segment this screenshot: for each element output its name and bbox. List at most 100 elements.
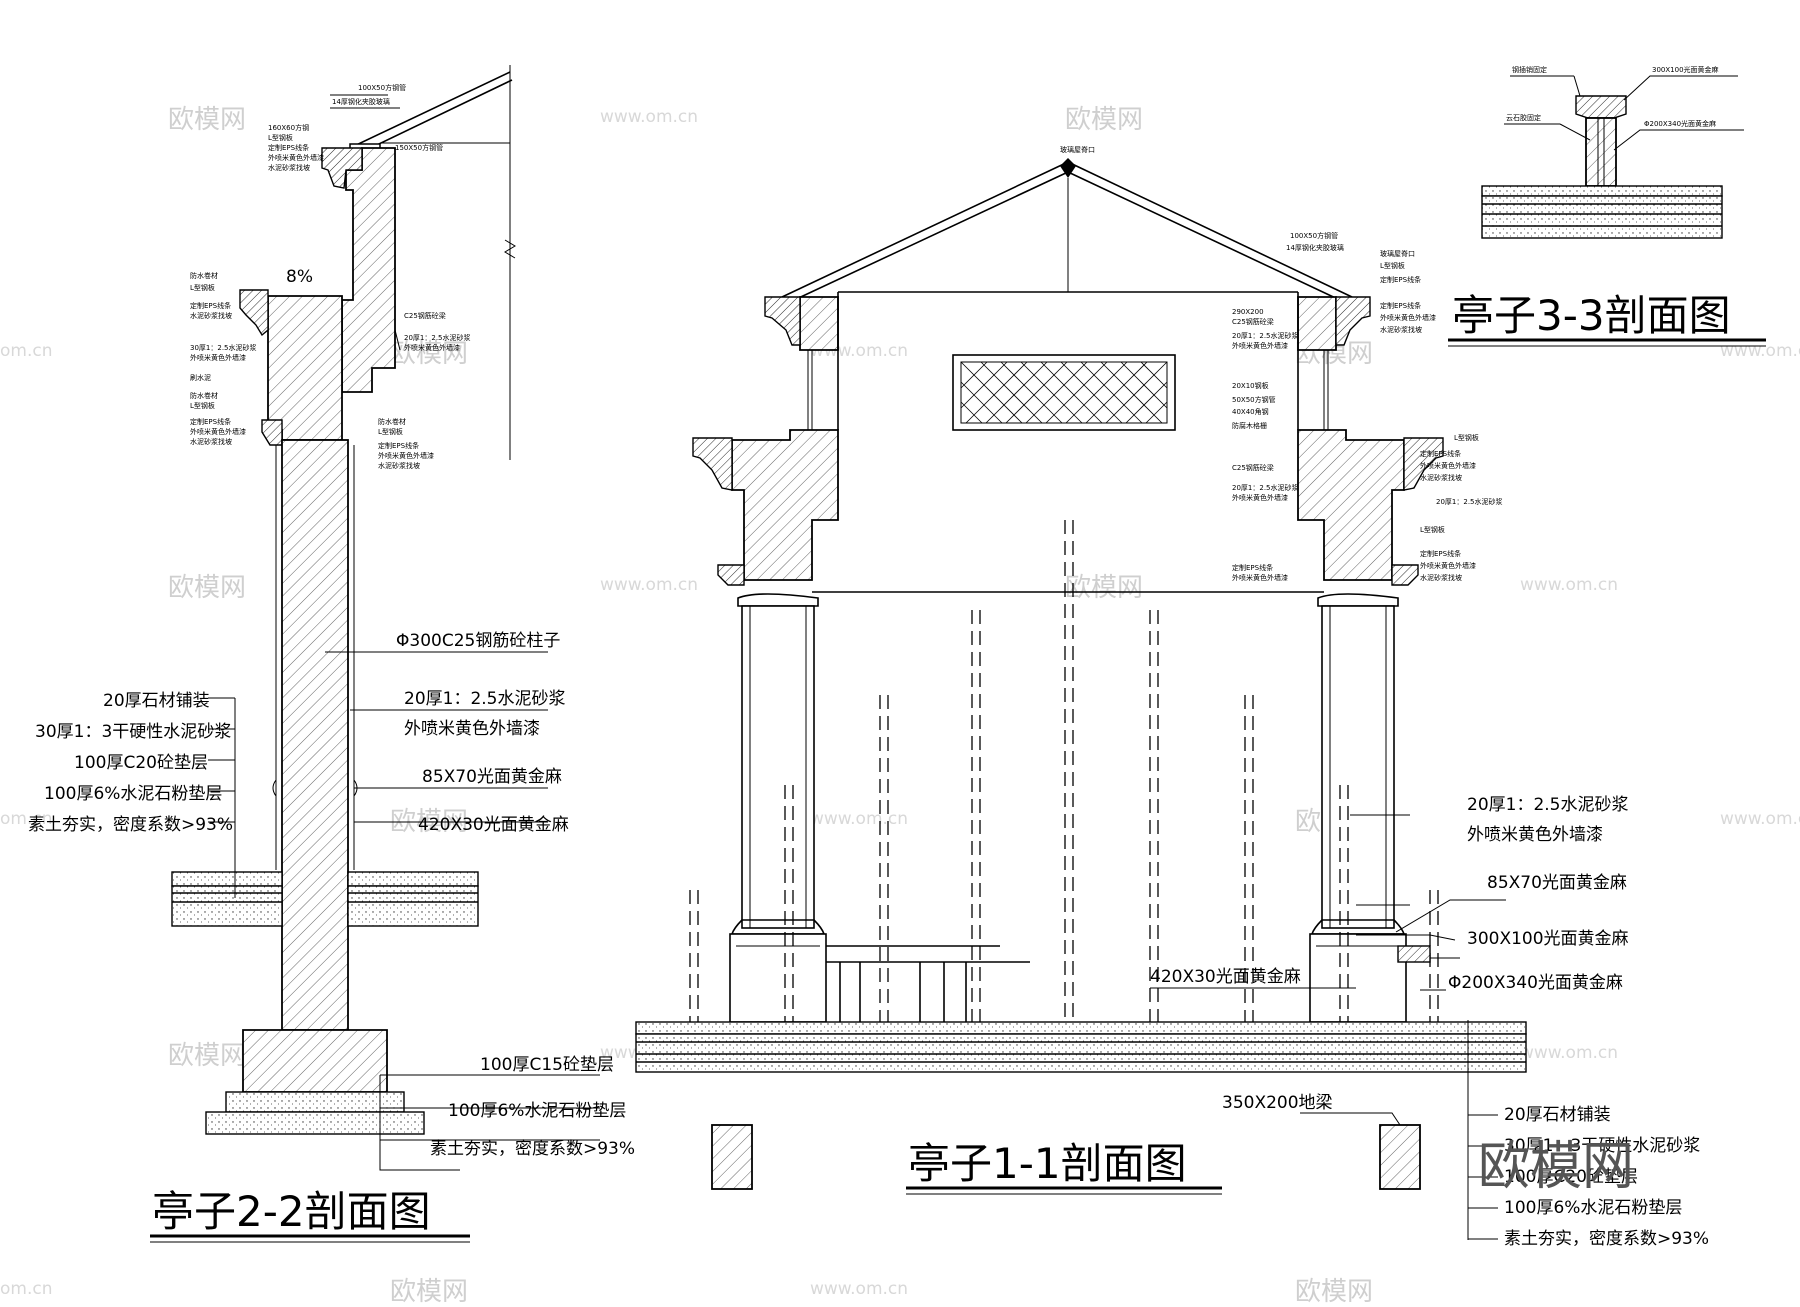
small-label: 14厚钢化夹胶玻璃 xyxy=(1286,243,1344,252)
leader xyxy=(1573,75,1581,97)
footing-base xyxy=(205,1111,425,1135)
label-render-2: 外喷米黄色外墙漆 xyxy=(404,719,540,739)
small-label: L型钢板 xyxy=(190,401,215,410)
granite-plinth xyxy=(1397,945,1431,963)
watermark-brand: 欧模网 xyxy=(1295,1277,1373,1307)
small-label: 外喷米黄色外墙漆 xyxy=(1420,461,1476,470)
small-label: 40X40角钢 xyxy=(1232,407,1269,416)
small-label: 防水卷材 xyxy=(378,417,406,426)
small-label: 20厚1：2.5水泥砂浆 xyxy=(404,333,471,342)
upper-wall-concrete xyxy=(341,147,396,393)
small-label: 外喷米黄色外墙漆 xyxy=(1232,573,1288,582)
watermark-url: www.om.cn xyxy=(1520,1043,1618,1063)
floor-base xyxy=(635,1033,1527,1073)
leader-footing-vertical xyxy=(379,1075,460,1171)
roof-right-inner xyxy=(1067,171,1345,303)
label-top-right: 300X100光面黄金麻 xyxy=(1652,65,1719,74)
watermark-brand: 欧模网 xyxy=(168,105,246,135)
footing-concrete xyxy=(242,1029,388,1093)
label-plinth: 300X100光面黄金麻 xyxy=(1467,929,1629,949)
small-label: 水泥砂浆找坡 xyxy=(268,163,310,172)
roof-left-inner xyxy=(789,171,1069,303)
small-label: 水泥砂浆找坡 xyxy=(190,311,232,320)
small-label: 20厚1：2.5水泥砂浆 xyxy=(1232,331,1299,340)
label-floor-1: 20厚石材铺装 xyxy=(1504,1105,1611,1125)
leader xyxy=(1623,75,1738,101)
floor-stone-right xyxy=(347,871,479,887)
small-label: 外喷米黄色外墙漆 xyxy=(190,353,246,362)
leader xyxy=(1356,934,1456,941)
label-floor-5: 素土夯实，密度系数>93% xyxy=(1504,1229,1709,1249)
watermark-url: om.cn xyxy=(0,341,53,361)
small-label: 水泥砂浆找坡 xyxy=(378,461,420,470)
leader xyxy=(1395,899,1506,933)
label-floor-2: 30厚1：3干硬性水泥砂浆 xyxy=(35,722,231,742)
label-floor-4: 100厚6%水泥石粉垫层 xyxy=(44,784,222,804)
small-label: 外喷米黄色外墙漆 xyxy=(190,427,246,436)
column-concrete xyxy=(281,439,349,1031)
title-section-2-2: 亭子2-2剖面图 xyxy=(152,1187,431,1236)
footing-pad xyxy=(225,1091,405,1113)
small-label: 定制EPS线条 xyxy=(190,301,231,310)
small-label: 290X200 xyxy=(1232,308,1264,316)
bench xyxy=(826,945,1030,1022)
small-label: 定制EPS线条 xyxy=(1380,275,1421,284)
granite-cap-300x100 xyxy=(1575,95,1627,119)
leader xyxy=(1559,123,1591,141)
label-top-left: 钢插销固定 xyxy=(1512,65,1547,74)
mid-beam-concrete xyxy=(267,295,343,441)
label-bottom-right: Φ200X340光面黄金麻 xyxy=(1644,119,1716,128)
small-label: L型钢板 xyxy=(378,427,403,436)
section-3-3: 钢插销固定 云石胶固定 300X100光面黄金麻 Φ200X340光面黄金麻 亭… xyxy=(1448,65,1766,347)
small-label: 20厚1：2.5水泥砂浆 xyxy=(1436,497,1503,506)
small-label: C25钢筋砼梁 xyxy=(1232,317,1274,326)
watermark-url: www.om.cn xyxy=(600,575,698,595)
cornice-eps-mid xyxy=(239,289,269,337)
label-bottom-left: 云石胶固定 xyxy=(1506,113,1541,122)
label-floor-3: 100厚C20砼垫层 xyxy=(74,753,208,773)
cornice-eps-upper xyxy=(321,147,363,189)
watermark-brand: 欧模网 xyxy=(168,573,246,603)
leader xyxy=(1613,129,1744,151)
watermark-url: www.om.cn xyxy=(1720,341,1800,361)
small-label: L型钢板 xyxy=(1454,433,1479,442)
small-label: 玻璃屋脊口 xyxy=(1060,145,1095,154)
right-column xyxy=(1309,593,1407,1023)
paving xyxy=(1481,185,1723,197)
watermark-brand-large: 欧模网 xyxy=(1478,1137,1634,1197)
label-render-1: 20厚1：2.5水泥砂浆 xyxy=(1467,795,1628,815)
small-label: 定制EPS线条 xyxy=(190,417,231,426)
floor-stone xyxy=(635,1021,1527,1035)
small-label: 20X10钢板 xyxy=(1232,381,1269,390)
small-label: 20厚1：2.5水泥砂浆 xyxy=(1232,483,1299,492)
title-section-1-1: 亭子1-1剖面图 xyxy=(908,1139,1187,1188)
watermark-brand: 欧模网 xyxy=(390,339,468,369)
label-beam: 350X200地梁 xyxy=(1222,1093,1333,1113)
watermark-url: www.om.cn xyxy=(1720,809,1800,829)
small-label: 水泥砂浆找坡 xyxy=(190,437,232,446)
watermark-url: www.om.cn xyxy=(810,809,908,829)
label-base: 420X30光面黄金麻 xyxy=(1150,967,1301,987)
watermark-url: www.om.cn xyxy=(600,107,698,127)
label-render-2: 外喷米黄色外墙漆 xyxy=(1467,825,1603,845)
slope-label: 8% xyxy=(286,267,313,287)
section-2-2: 100X50方钢管 14厚钢化夹胶玻璃 160X60方钢 L型钢板 定制EPS线… xyxy=(28,65,635,1243)
floor-base-left xyxy=(171,885,283,927)
left-mid-cornice xyxy=(692,437,733,491)
break-symbol xyxy=(504,239,516,259)
small-label: 定制EPS线条 xyxy=(268,143,309,152)
small-label: 150X50方钢管 xyxy=(395,143,443,152)
title-section-3-3: 亭子3-3剖面图 xyxy=(1452,291,1731,340)
small-label: 外喷米黄色外墙漆 xyxy=(1380,313,1436,322)
small-label: 50X50方钢管 xyxy=(1232,395,1276,404)
small-label: 外喷米黄色外墙漆 xyxy=(268,153,324,162)
small-label: 100X50方钢管 xyxy=(1290,231,1338,240)
left-upper-cornice xyxy=(764,296,801,346)
watermark-url: om.cn xyxy=(0,809,53,829)
label-footing-2: 100厚6%水泥石粉垫层 xyxy=(448,1101,626,1121)
granite-bollard xyxy=(1585,117,1617,187)
paving-base xyxy=(1481,195,1723,239)
right-mid-beam xyxy=(1297,429,1405,581)
watermark-url: om.cn xyxy=(0,1279,53,1299)
small-label: 定制EPS线条 xyxy=(1380,301,1421,310)
